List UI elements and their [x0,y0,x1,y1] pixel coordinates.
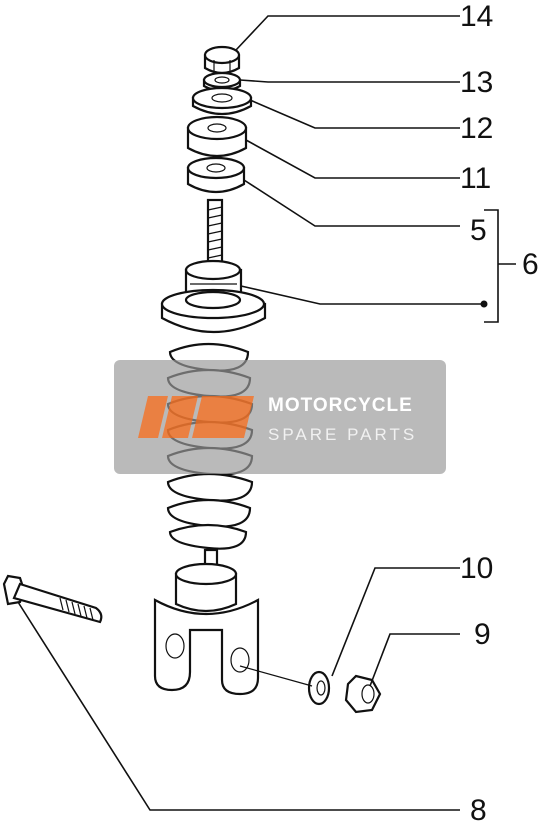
callout-6: 6 [522,248,539,281]
callout-14: 14 [460,0,493,33]
callout-9: 9 [474,618,491,651]
part-5-bush [186,156,246,194]
part-12-bush [191,86,253,116]
leader-dot [480,300,488,308]
watermark-subtitle: SPARE PARTS [268,425,417,444]
part-8-bolt [2,574,103,624]
watermark-title: MOTORCYCLE [268,395,413,416]
callout-8: 8 [470,794,487,827]
callout-10: 10 [460,552,493,585]
callout-13: 13 [460,66,493,99]
part-11-bush [186,115,248,158]
part-9-nut [344,674,382,714]
leader-lines [17,15,516,811]
part-10-washer [307,670,331,706]
callout-5: 5 [470,214,487,247]
callout-11: 11 [460,162,491,195]
watermark: MOTORCYCLE SPARE PARTS [114,360,446,474]
part-14-nut [203,45,241,75]
callout-12: 12 [460,112,493,145]
watermark-logo [138,396,254,438]
